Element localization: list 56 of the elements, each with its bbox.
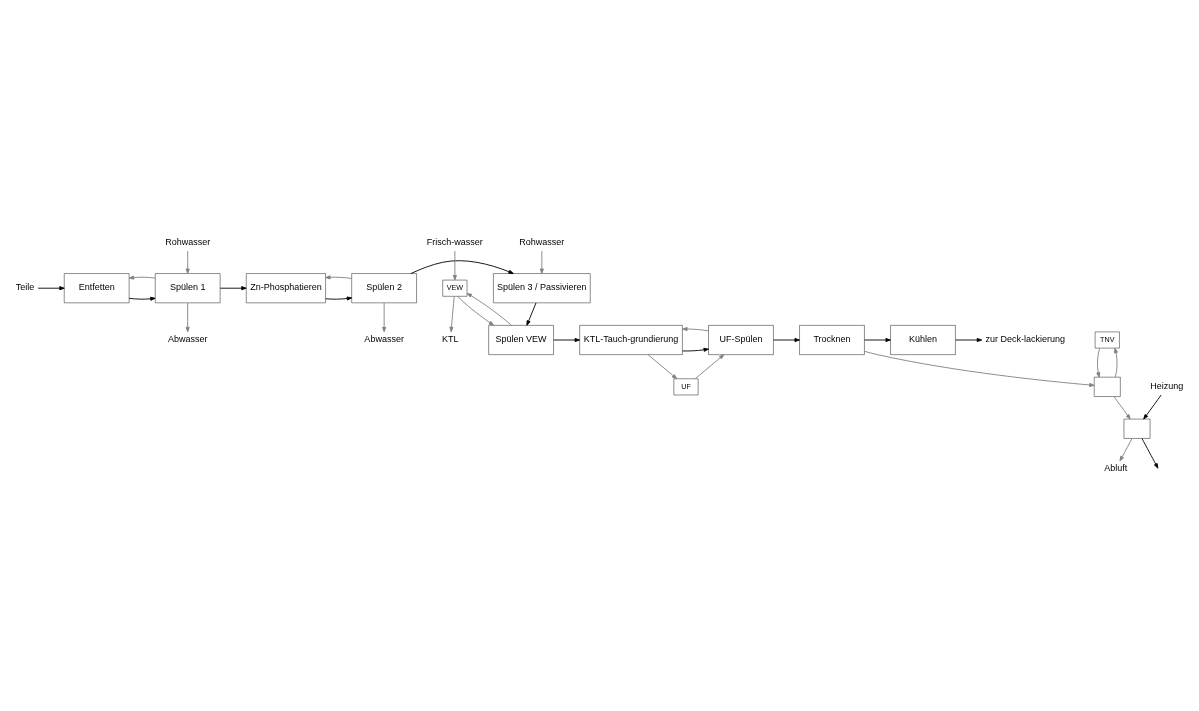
arrow — [1113, 395, 1131, 419]
node-box: Spülen 1 — [155, 272, 221, 303]
arrow — [457, 295, 495, 326]
arrow — [864, 337, 891, 342]
node-box — [1093, 376, 1121, 397]
arrow — [682, 347, 709, 352]
arrow — [37, 285, 65, 290]
node-text: Teile — [15, 281, 35, 292]
arrow — [128, 296, 156, 301]
arrow — [185, 302, 190, 332]
arrow — [955, 337, 983, 342]
arrow — [553, 337, 580, 342]
node-box: VEW — [442, 279, 468, 297]
node-text: Abluft — [1104, 462, 1128, 473]
node-box: UF — [673, 378, 699, 395]
arrow — [452, 250, 457, 280]
node-box: KTL-Tauch-grundierung — [579, 324, 683, 355]
arrow — [382, 302, 387, 332]
arrow — [410, 259, 514, 274]
node-box: TNV — [1094, 331, 1120, 348]
node-box: Kühlen — [890, 324, 956, 355]
node-box — [1123, 418, 1151, 439]
arrow — [1141, 437, 1159, 469]
node-text: zur Deck-lackierung — [985, 333, 1066, 344]
arrow — [647, 353, 678, 379]
node-text: Abwasser — [364, 333, 404, 344]
node-box: Trocknen — [799, 324, 865, 355]
arrow — [539, 250, 544, 274]
node-box: Spülen 3 / Passivieren — [493, 272, 591, 303]
arrow — [694, 353, 725, 379]
node-box: UF-Spülen — [708, 324, 774, 355]
arrow — [864, 350, 1095, 387]
arrow — [1143, 394, 1162, 419]
arrow — [1119, 437, 1133, 461]
node-box: Zn-Phosphatieren — [246, 272, 326, 303]
arrow — [1114, 347, 1118, 378]
arrow — [219, 285, 247, 290]
arrow — [466, 292, 512, 326]
arrow — [773, 337, 800, 342]
node-box: Spülen VEW — [488, 324, 554, 355]
node-text: Rohwasser — [519, 236, 565, 247]
arrow — [325, 274, 353, 279]
arrow — [185, 250, 190, 274]
node-box: Entfetten — [64, 272, 130, 303]
arrow — [449, 295, 455, 332]
node-text: Rohwasser — [165, 236, 211, 247]
node-box: Spülen 2 — [351, 272, 417, 303]
node-text: Frisch-wasser — [426, 236, 483, 247]
node-text: KTL — [442, 333, 459, 344]
node-text: Heizung — [1150, 380, 1184, 391]
arrow — [128, 275, 156, 280]
arrow — [682, 326, 709, 331]
node-text: Abwasser — [167, 333, 208, 344]
arrow — [325, 296, 353, 300]
arrow — [1096, 347, 1101, 378]
arrow — [526, 302, 537, 326]
